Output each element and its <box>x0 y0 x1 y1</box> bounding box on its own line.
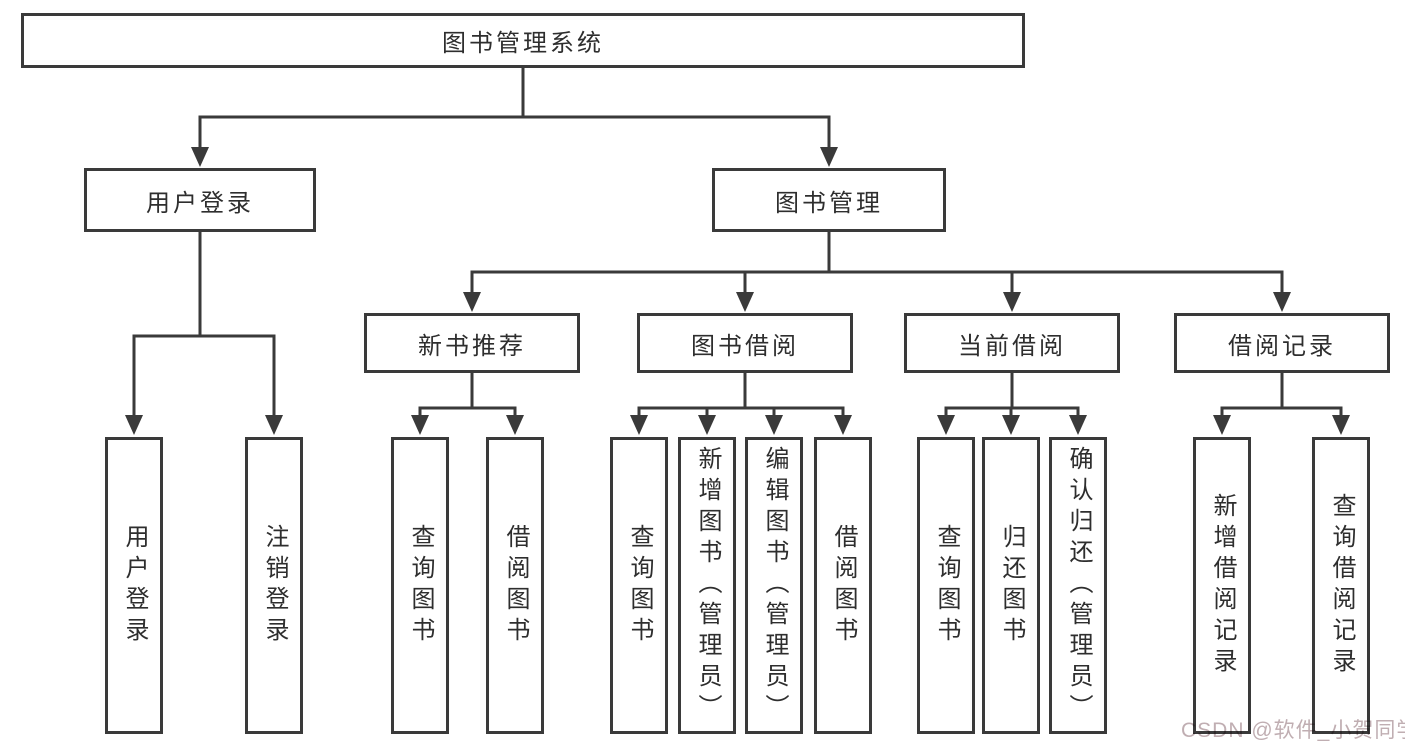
node-borrow-records: 借阅记录 <box>1174 313 1390 373</box>
leaf-confirm-return-admin: 确认归还（管理员） <box>1049 437 1107 734</box>
leaf-label: 查询借阅记录 <box>1328 492 1355 679</box>
leaf-label: 确认归还（管理员） <box>1065 446 1092 725</box>
node-label: 图书借阅 <box>691 332 799 360</box>
leaf-edit-books-admin: 编辑图书（管理员） <box>745 437 803 734</box>
leaf-label: 借阅图书 <box>830 523 857 648</box>
node-label: 用户登录 <box>146 189 254 217</box>
leaf-label: 查询图书 <box>407 523 434 648</box>
leaf-query-books-recommend: 查询图书 <box>391 437 449 734</box>
watermark: CSDN @软件_小贺同学 <box>1181 719 1405 742</box>
leaf-label: 注销登录 <box>261 523 288 648</box>
arrowheads <box>125 147 1350 435</box>
node-root-system: 图书管理系统 <box>21 13 1025 68</box>
node-label: 当前借阅 <box>958 332 1066 360</box>
node-book-borrow: 图书借阅 <box>637 313 853 373</box>
node-new-book-recommend: 新书推荐 <box>364 313 580 373</box>
leaf-label: 新增借阅记录 <box>1209 492 1236 679</box>
leaf-add-borrow-record: 新增借阅记录 <box>1193 437 1251 734</box>
node-label: 图书管理 <box>775 189 883 217</box>
leaf-logout: 注销登录 <box>245 437 303 734</box>
node-label: 新书推荐 <box>418 332 526 360</box>
leaf-borrow-books: 借阅图书 <box>814 437 872 734</box>
node-user-login: 用户登录 <box>84 168 316 232</box>
node-label: 图书管理系统 <box>442 30 604 57</box>
leaf-label: 查询图书 <box>933 523 960 648</box>
leaf-label: 编辑图书（管理员） <box>761 446 788 725</box>
leaf-label: 用户登录 <box>121 523 148 648</box>
leaf-user-login: 用户登录 <box>105 437 163 734</box>
leaf-borrow-books-recommend: 借阅图书 <box>486 437 544 734</box>
leaf-label: 借阅图书 <box>502 523 529 648</box>
leaf-label: 新增图书（管理员） <box>694 446 721 725</box>
leaf-query-books-current: 查询图书 <box>917 437 975 734</box>
node-label: 借阅记录 <box>1228 332 1336 360</box>
node-current-borrow: 当前借阅 <box>904 313 1120 373</box>
leaf-return-books: 归还图书 <box>982 437 1040 734</box>
leaf-label: 查询图书 <box>626 523 653 648</box>
leaf-query-books-borrow: 查询图书 <box>610 437 668 734</box>
leaf-add-books-admin: 新增图书（管理员） <box>678 437 736 734</box>
leaf-label: 归还图书 <box>998 523 1025 648</box>
leaf-query-borrow-record: 查询借阅记录 <box>1312 437 1370 734</box>
node-book-management: 图书管理 <box>712 168 946 232</box>
